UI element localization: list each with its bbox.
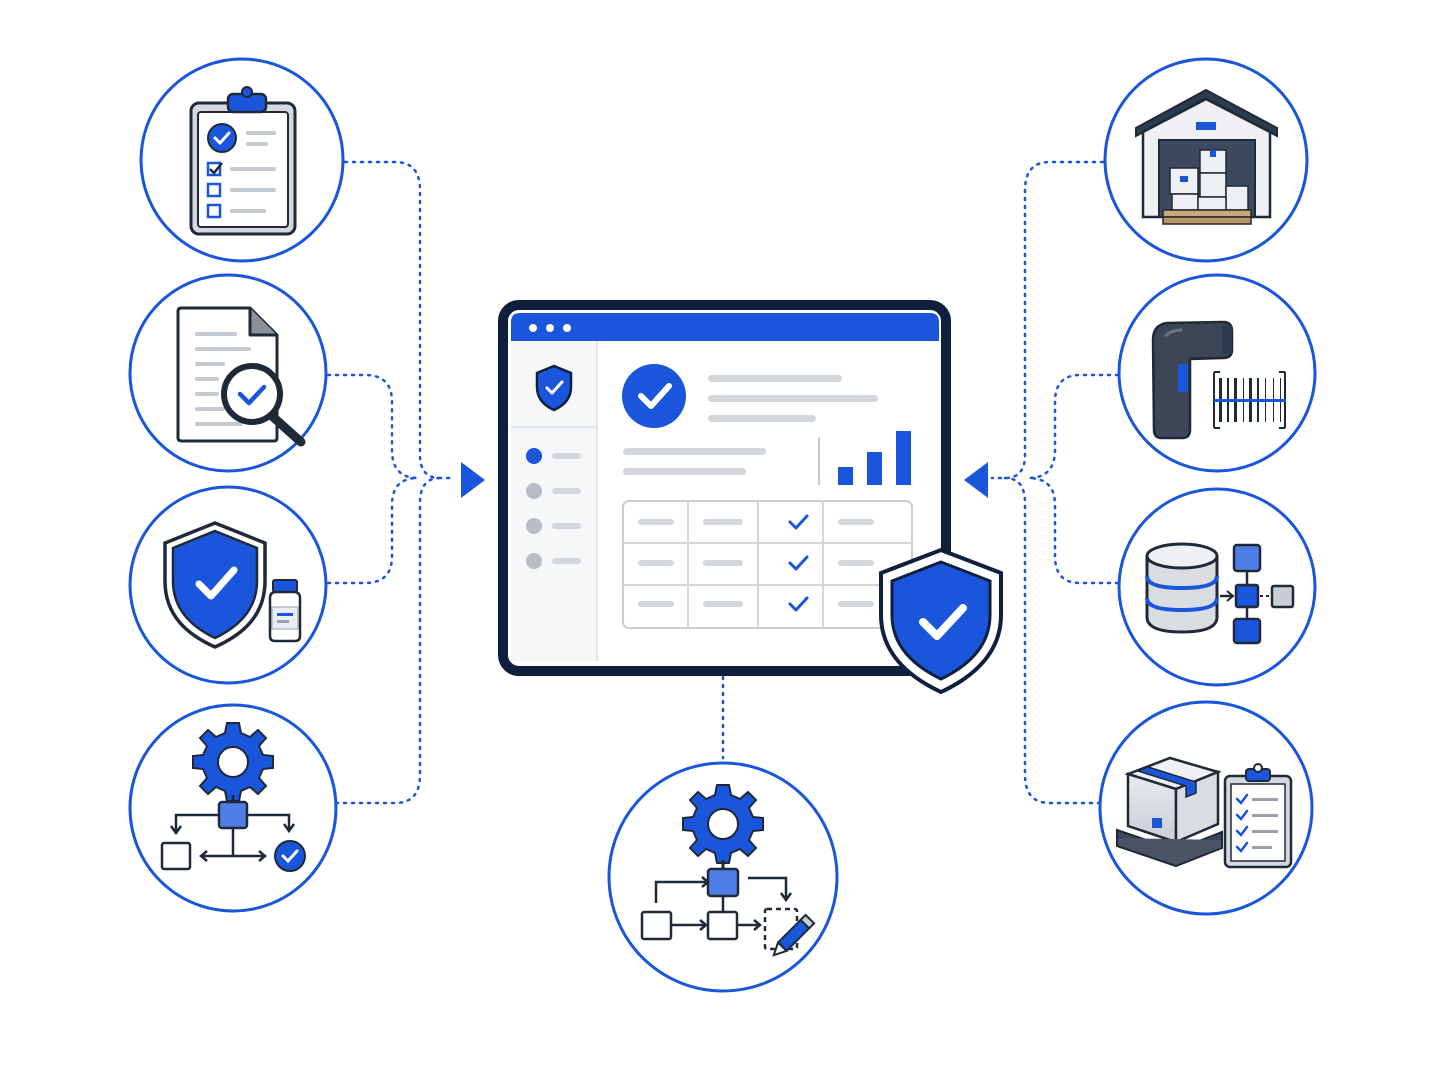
- connector-right-1: [990, 160, 1105, 480]
- table-row: [638, 596, 874, 612]
- header-text-lines: [623, 375, 878, 475]
- connectors: [326, 160, 1120, 805]
- node-document-inspection: [128, 273, 328, 473]
- node-warehouse: [1103, 57, 1309, 263]
- connector-left-1: [343, 160, 457, 480]
- sidebar-nav: [526, 448, 581, 569]
- database-flow-icon: [1145, 542, 1295, 645]
- row-check-icon: [788, 514, 809, 530]
- node-gear-process-edit: [607, 761, 839, 993]
- table-row: [638, 555, 874, 571]
- connector-right-4: [1003, 476, 1102, 805]
- sidebar-nav-item[interactable]: [526, 483, 581, 499]
- warehouse-icon: [1135, 88, 1278, 225]
- arrow-left-icon: [461, 462, 485, 498]
- sidebar-nav-item[interactable]: [526, 553, 581, 569]
- row-check-icon: [788, 596, 809, 612]
- arrow-right-icon: [964, 462, 988, 498]
- mini-bar-chart: [818, 431, 911, 485]
- node-barcode-scanner: [1117, 273, 1317, 473]
- shield-check-icon: [879, 547, 1003, 695]
- node-package-checklist: [1098, 700, 1314, 916]
- row-check-icon: [788, 555, 809, 571]
- clipboard-checklist-icon: [189, 86, 297, 236]
- sidebar-nav-item[interactable]: [526, 448, 581, 464]
- status-table: [622, 500, 913, 629]
- window-dot: [546, 324, 554, 332]
- window-dot: [529, 324, 537, 332]
- barcode-scanner-icon: [1151, 320, 1286, 440]
- dashboard-titlebar: [511, 313, 939, 341]
- check-circle-icon: [622, 364, 686, 428]
- gear-icon: [682, 784, 764, 864]
- table-row: [638, 514, 874, 530]
- sidebar-shield-icon: [535, 364, 573, 412]
- node-gear-workflow: [128, 703, 338, 913]
- mini-bar: [838, 467, 853, 485]
- dashboard-window: [498, 300, 1003, 695]
- document-inspection-icon: [176, 306, 306, 447]
- package-checklist-icon: [1116, 756, 1293, 869]
- gear-workflow-icon: [160, 722, 306, 872]
- shield-vial-icon: [163, 521, 302, 649]
- connector-left-4: [334, 476, 442, 805]
- mini-bar: [867, 452, 882, 485]
- gear-process-edit-icon: [640, 784, 816, 957]
- window-dot: [563, 324, 571, 332]
- node-shield-vial: [128, 485, 328, 685]
- gear-icon: [192, 722, 274, 802]
- connector-right-2: [1026, 373, 1120, 480]
- connector-left-3: [326, 476, 420, 585]
- connector-left-2: [326, 373, 420, 480]
- mini-bar: [896, 431, 911, 485]
- node-clipboard: [139, 57, 345, 263]
- node-database-flow: [1117, 487, 1317, 687]
- connector-right-3: [1026, 476, 1120, 585]
- sidebar-nav-item[interactable]: [526, 518, 581, 534]
- pencil-icon: [772, 913, 816, 957]
